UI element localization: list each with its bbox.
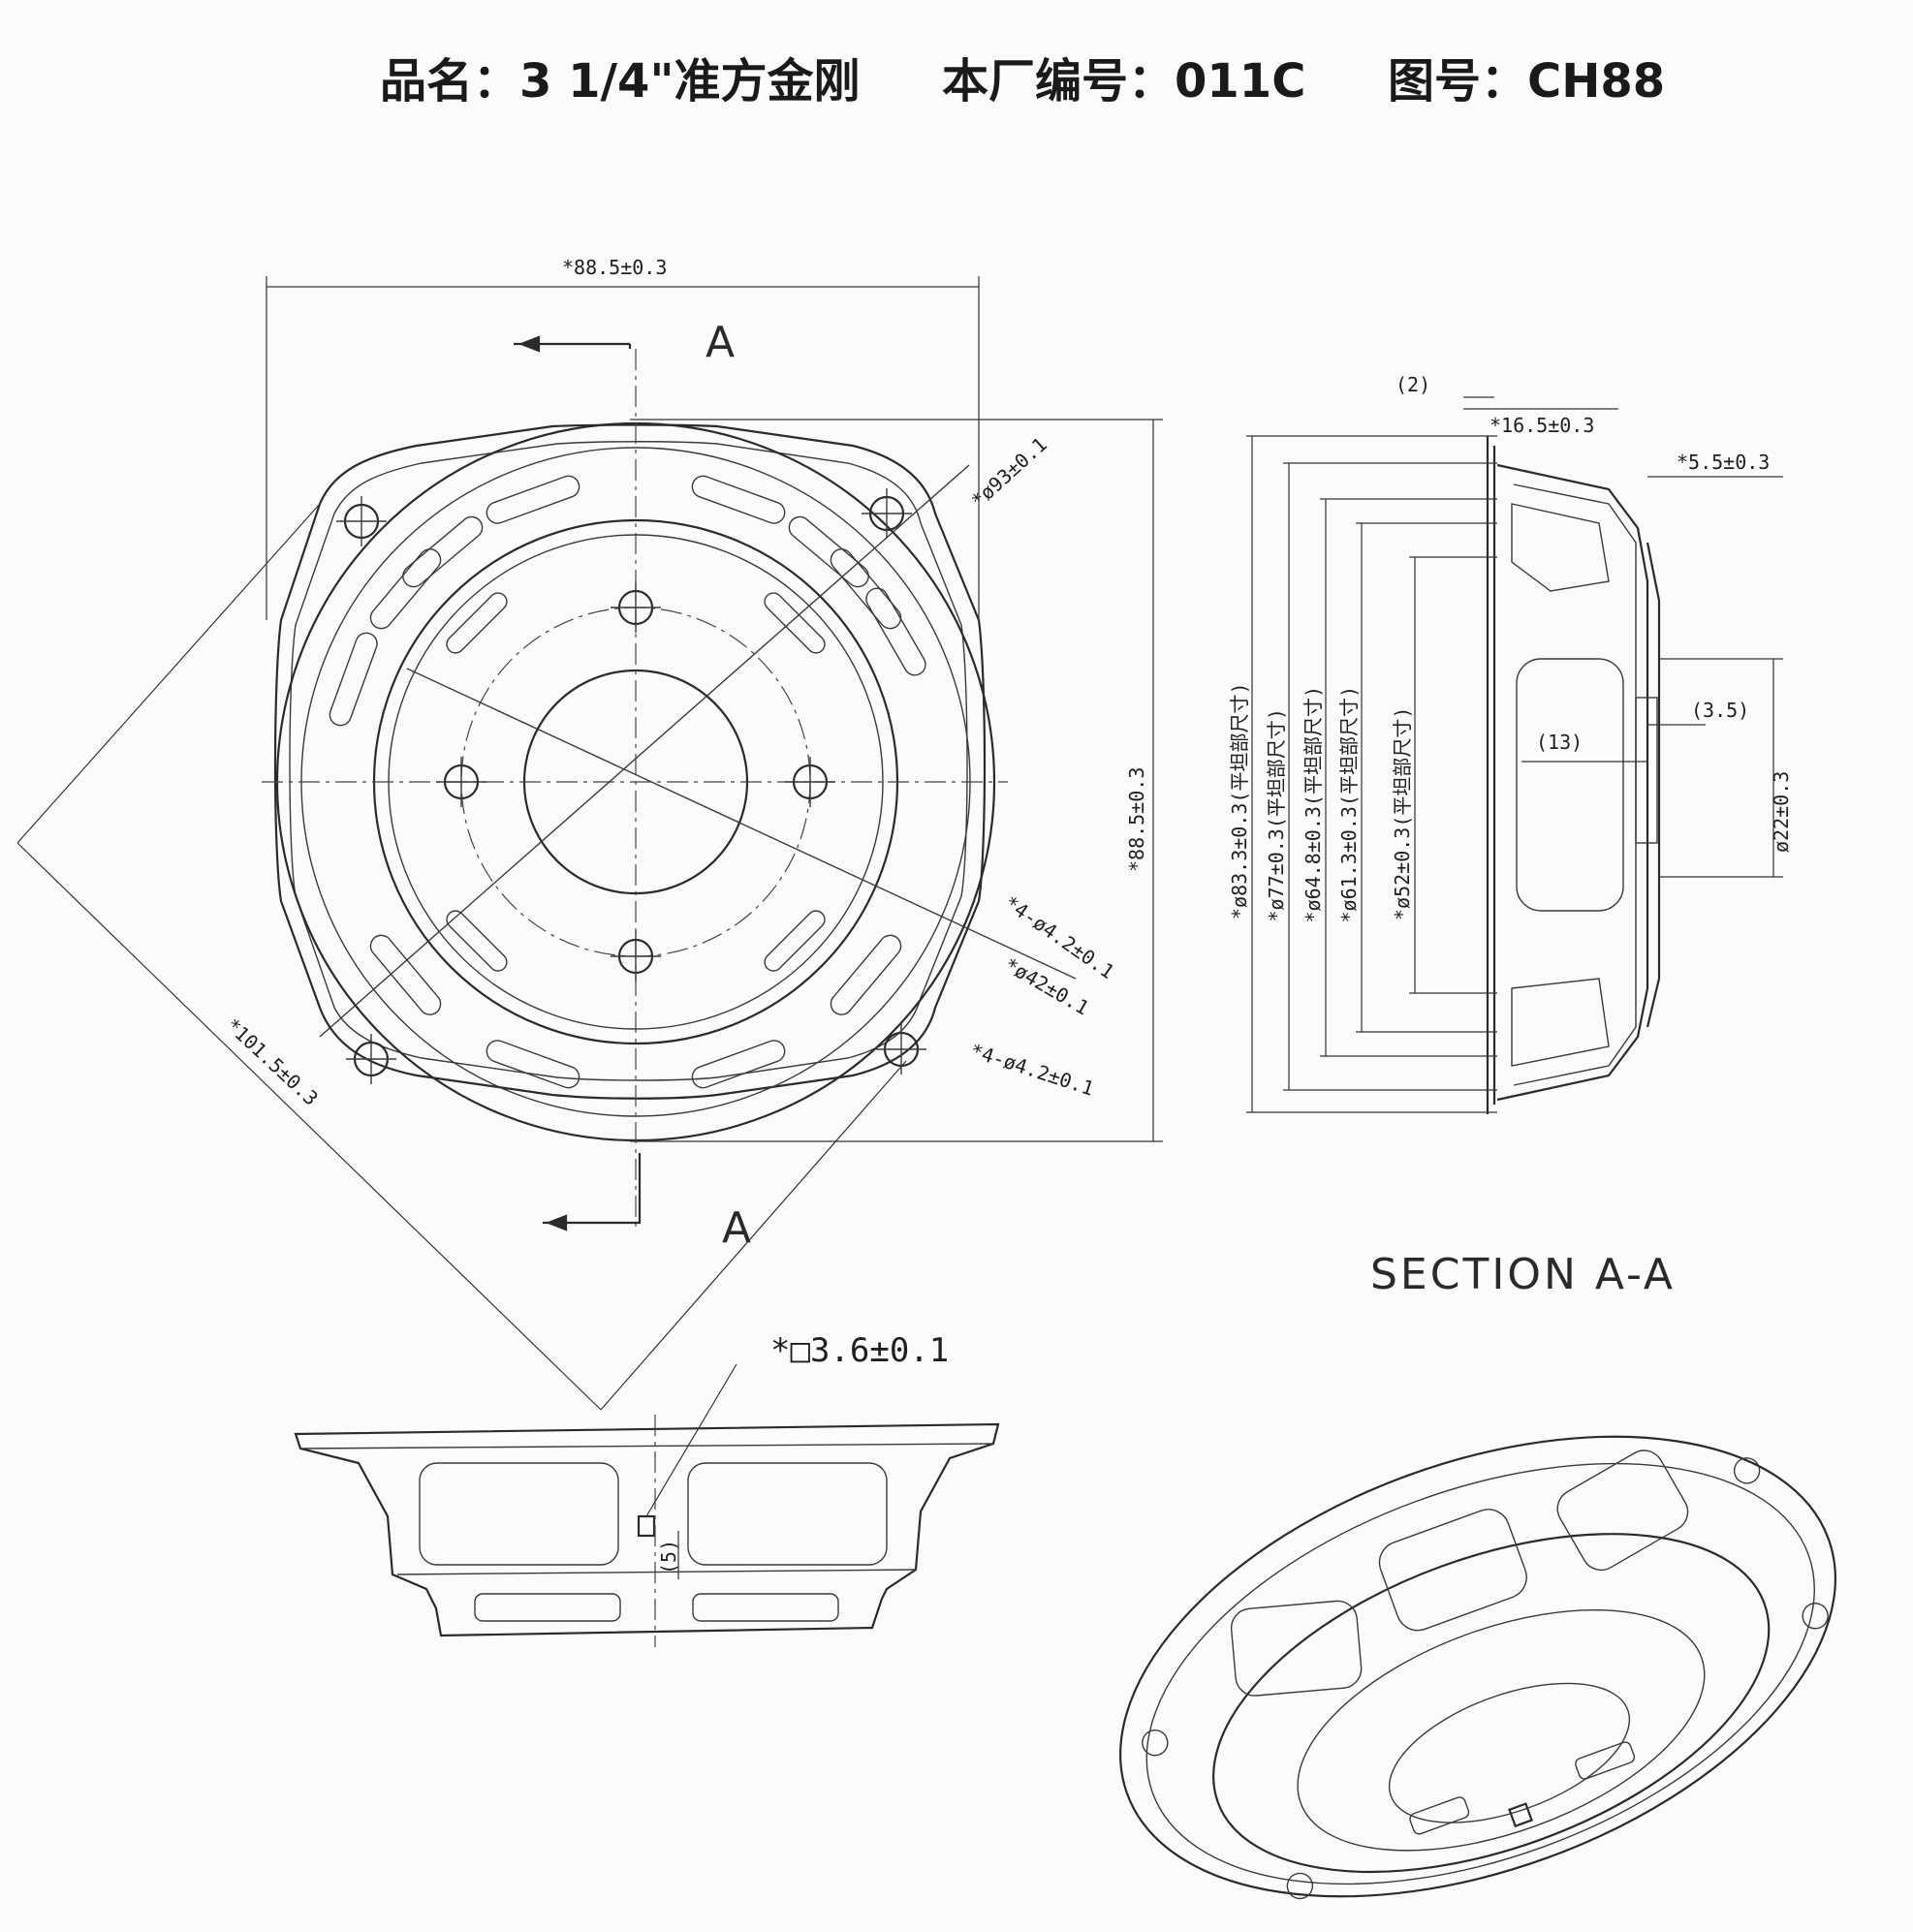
side-step-line <box>396 1569 917 1575</box>
iso-rim <box>1212 1533 1771 1874</box>
hole-dim-lower-text: *4-ø4.2±0.1 <box>967 1039 1096 1101</box>
vent-slot <box>486 475 580 524</box>
vent-slot <box>691 475 786 524</box>
frame-inner-outline <box>289 441 968 1081</box>
mounting-holes <box>336 488 926 1084</box>
vent-slot <box>369 934 442 1015</box>
iso-hole-1 <box>1142 1729 1169 1757</box>
section-window-center <box>1516 658 1624 912</box>
iso-frame-outer <box>1119 1435 1836 1898</box>
diameter-dims: *ø83.3±0.3(平坦部尺寸) *ø77±0.3(平坦部尺寸) *ø64.8±0… <box>1228 435 1497 1113</box>
depth-dim-text: *16.5±0.3 <box>1490 414 1594 437</box>
section-window-bottom <box>1511 978 1610 1067</box>
vent-slot <box>830 548 902 630</box>
vent-slot <box>486 1040 580 1089</box>
diagonal-centerline-1 <box>319 464 970 1038</box>
diagonal-dim-text: *101.5±0.3 <box>222 1013 323 1110</box>
product-name: 品名：3 1/4"准方金刚 <box>380 54 861 109</box>
iso-slot-1 <box>1409 1796 1470 1835</box>
diagonal-ext-top <box>16 503 321 844</box>
iso-bottom <box>1388 1682 1631 1823</box>
square-hole-dim-text: *□3.6±0.1 <box>770 1331 949 1370</box>
section-arrow-bottom <box>545 1214 568 1231</box>
inner-depth-dim-text: (13) <box>1536 731 1583 754</box>
diameter-dim-text: *ø77±0.3(平坦部尺寸) <box>1265 708 1288 921</box>
square-hole-leader <box>645 1363 737 1517</box>
vent-slot <box>329 632 378 727</box>
step-dim-text: *5.5±0.3 <box>1677 451 1770 474</box>
side-profile <box>294 1422 1000 1637</box>
side-window-right <box>687 1462 888 1566</box>
inner-slot <box>446 910 508 972</box>
vent-slot <box>788 515 869 588</box>
iso-hole-3 <box>1286 1872 1314 1900</box>
vent-slot <box>691 1040 786 1089</box>
section-profile <box>1486 436 1661 1114</box>
iso-square-hole <box>1508 1802 1533 1828</box>
iso-hole-2 <box>1733 1457 1761 1484</box>
section-inner-profile <box>1513 483 1637 1086</box>
section-title: SECTION A-A <box>1370 1250 1676 1299</box>
section-step-window <box>1635 697 1658 844</box>
diameter-dim-text: *ø52±0.3(平坦部尺寸) <box>1391 707 1414 920</box>
diagonal-dim-line <box>16 842 602 1411</box>
inner-slot <box>446 592 508 654</box>
iso-window-2 <box>1378 1509 1527 1632</box>
side-slot-right <box>692 1593 839 1622</box>
height-dim-text: *88.5±0.3 <box>1125 767 1148 872</box>
side-view: *□3.6±0.1 (5) <box>294 1331 1000 1647</box>
vent-slot <box>865 587 926 676</box>
iso-step <box>1297 1608 1706 1852</box>
title-block: 品名：3 1/4"准方金刚 本厂编号：011C 图号：CH88 <box>380 27 1737 114</box>
inner-slot <box>764 910 826 972</box>
inner-slot <box>764 592 826 654</box>
isometric-view <box>1119 1435 1836 1900</box>
side-square-hole <box>637 1514 656 1538</box>
vent-slot <box>830 934 902 1015</box>
section-arrow-top <box>517 335 541 353</box>
drawing-number: 图号：CH88 <box>1388 54 1666 109</box>
side-height-dim-text: (5) <box>657 1540 680 1574</box>
side-slot-left <box>474 1593 621 1622</box>
section-label-bottom: A <box>722 1203 751 1253</box>
iso-hole-4 <box>1802 1603 1829 1630</box>
vent-slot <box>402 515 484 588</box>
side-flange-line <box>299 1443 994 1449</box>
section-window-top <box>1511 503 1610 592</box>
section-view: *ø83.3±0.3(平坦部尺寸) *ø77±0.3(平坦部尺寸) *ø64.8±0… <box>1228 373 1793 1299</box>
diameter-dim-text: *ø83.3±0.3(平坦部尺寸) <box>1228 683 1251 920</box>
factory-number: 本厂编号：011C <box>942 54 1306 109</box>
frame-outline <box>273 423 987 1100</box>
diameter-dim-text: *ø64.8±0.3(平坦部尺寸) <box>1301 686 1325 923</box>
iso-slot-2 <box>1575 1741 1636 1780</box>
iso-window-1 <box>1230 1600 1363 1697</box>
small-step-dim-text: (3.5) <box>1691 699 1749 722</box>
section-label-top: A <box>706 318 735 367</box>
side-window-left <box>419 1462 619 1566</box>
diagonal-ext-bottom <box>600 1060 907 1411</box>
front-view: A A *88.5±0.3 *88.5±0.3 *101.5±0.3 *ø93±… <box>16 256 1163 1411</box>
flange-dim-text: (2) <box>1396 373 1430 396</box>
section-cut-bottom <box>543 1153 642 1225</box>
diagonal-centerline-2 <box>406 668 1077 980</box>
width-dim-text: *88.5±0.3 <box>562 256 667 279</box>
iso-window-3 <box>1556 1449 1689 1572</box>
vent-slot <box>369 548 442 630</box>
diameter-dim-text: *ø61.3±0.3(平坦部尺寸) <box>1337 686 1361 923</box>
iso-frame-inner <box>1145 1462 1815 1885</box>
bottom-dia-dim-text: ø22±0.3 <box>1770 771 1793 853</box>
vent-slots <box>329 475 926 1089</box>
